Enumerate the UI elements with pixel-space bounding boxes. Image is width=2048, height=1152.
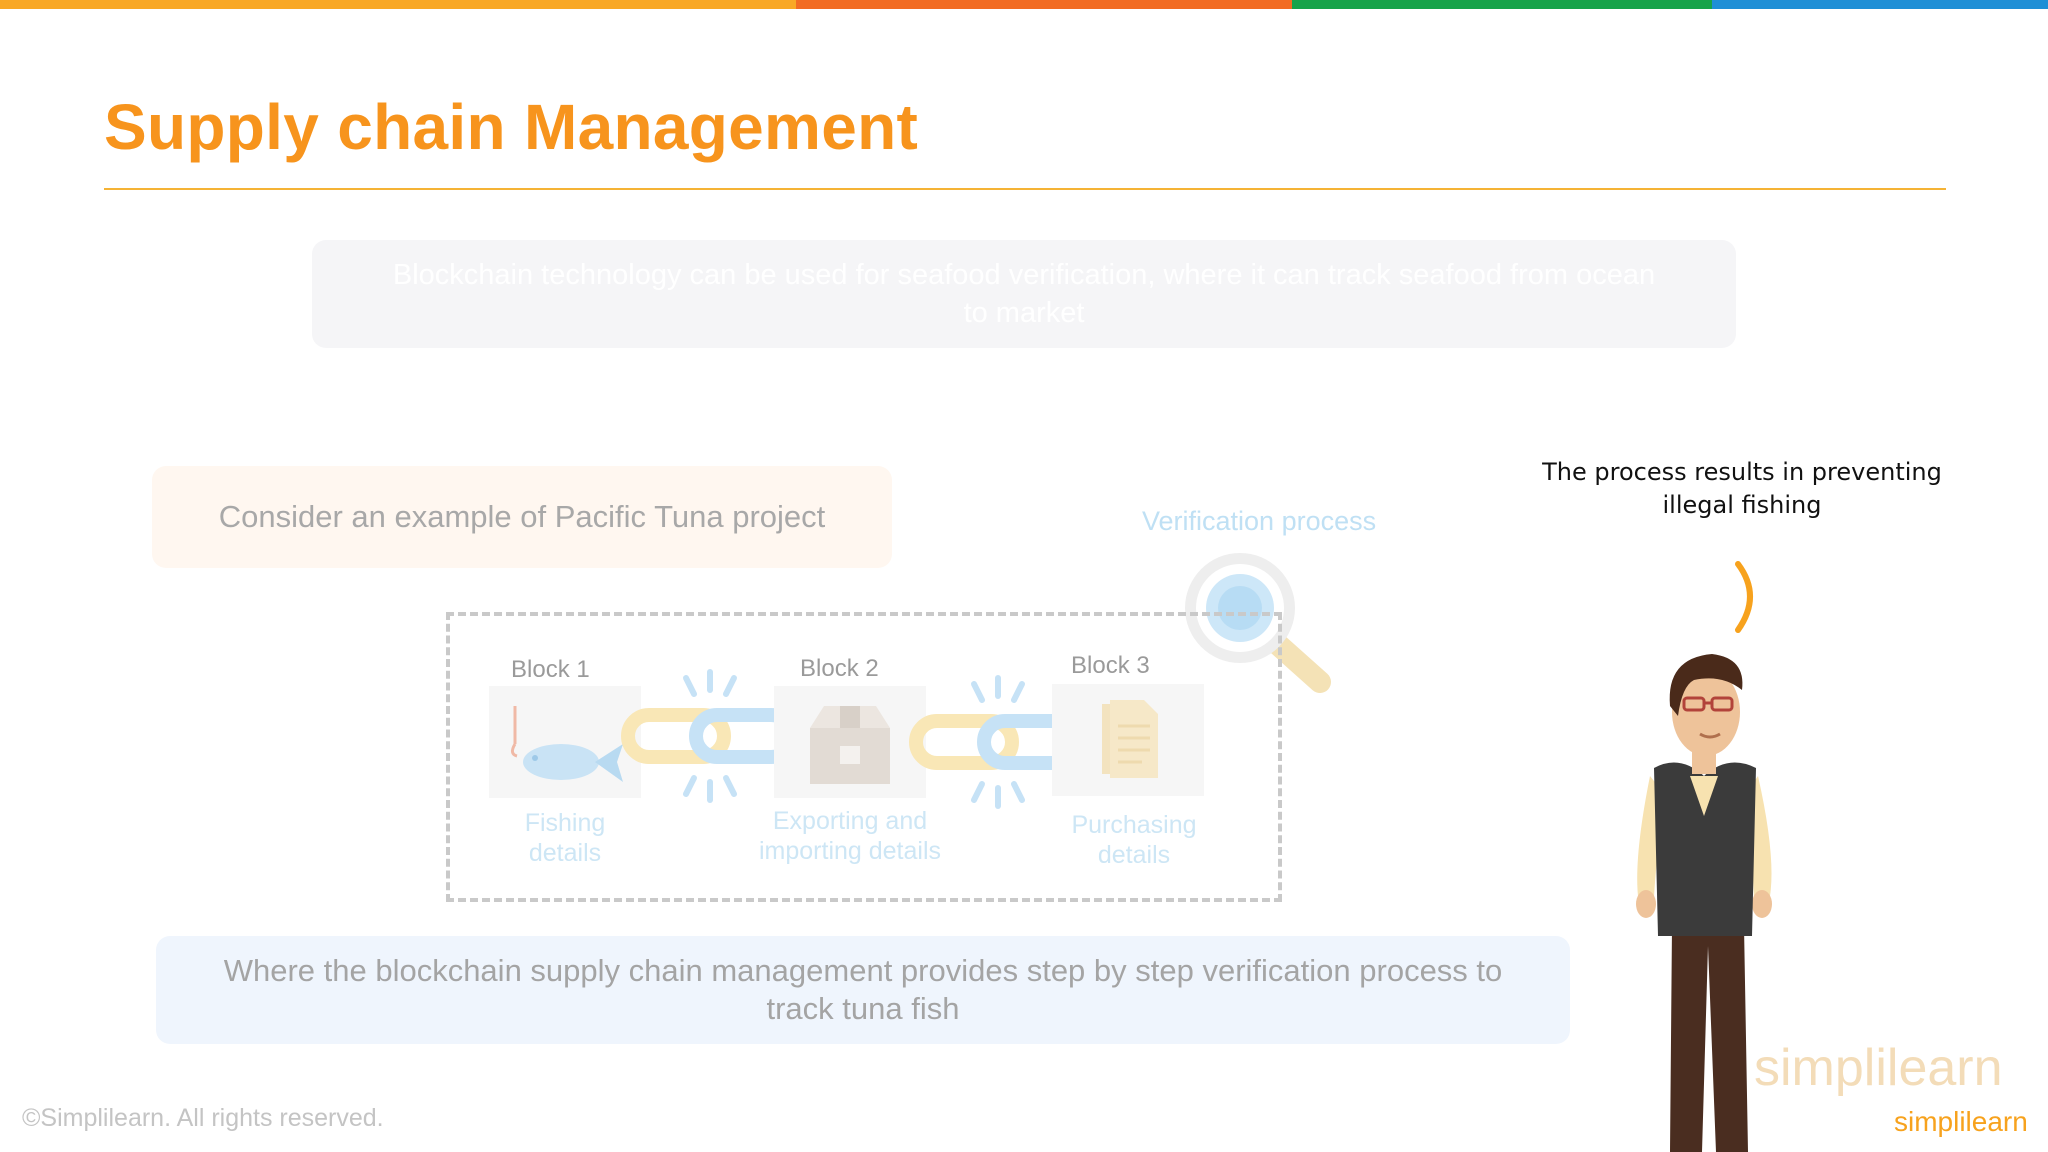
slide-title: Supply chain Management xyxy=(104,91,919,163)
speech-arc-icon xyxy=(1735,561,1753,633)
block-2-caption: Exporting and importing details xyxy=(740,806,960,866)
block-2-tile xyxy=(774,686,926,798)
fish-icon xyxy=(510,706,623,782)
block-2-caption-line2: importing details xyxy=(758,837,942,865)
top-bar-segment-yellow xyxy=(0,0,796,9)
top-color-bar xyxy=(0,0,2048,9)
block-3-caption-line1: Purchasing xyxy=(1071,811,1197,839)
bottom-summary-box: Where the blockchain supply chain manage… xyxy=(156,936,1570,1044)
block-3-tile xyxy=(1052,684,1204,796)
logo-watermark: simplilearn xyxy=(1754,1039,2003,1097)
chain-link-icon xyxy=(621,669,799,803)
box-icon xyxy=(810,706,890,784)
block-3-label: Block 3 xyxy=(1071,652,1150,679)
intro-text: Blockchain technology can be used for se… xyxy=(392,259,1656,329)
example-callout: Consider an example of Pacific Tuna proj… xyxy=(152,466,892,568)
block-1-tile xyxy=(489,686,641,798)
verification-label: Verification process xyxy=(1142,506,1377,536)
block-1-caption: Fishing details xyxy=(470,808,660,868)
block-2-caption-line1: Exporting and xyxy=(772,807,928,835)
bottom-summary-text: Where the blockchain supply chain manage… xyxy=(223,953,1503,1026)
block-3-caption-line2: details xyxy=(1097,841,1171,869)
block-3-caption: Purchasing details xyxy=(1036,810,1232,870)
block-1-label: Block 1 xyxy=(511,656,590,683)
magnifier-icon xyxy=(1185,553,1331,693)
block-1-caption-line2: details xyxy=(528,839,602,867)
block-1-caption-line1: Fishing xyxy=(524,809,606,837)
example-text: Consider an example of Pacific Tuna proj… xyxy=(218,499,826,534)
block-2-label: Block 2 xyxy=(800,655,879,682)
document-icon xyxy=(1102,700,1158,778)
blockchain-frame xyxy=(446,612,1282,902)
top-bar-segment-orange xyxy=(796,0,1292,9)
top-bar-segment-green xyxy=(1292,0,1712,9)
simplilearn-logo: simplilearn xyxy=(1894,1106,2028,1137)
top-bar-segment-blue xyxy=(1712,0,2048,9)
title-divider xyxy=(104,188,1946,190)
copyright-text: ©Simplilearn. All rights reserved. xyxy=(22,1104,384,1132)
presenter-character xyxy=(1636,654,1772,1152)
result-text: The process results in preventing illega… xyxy=(1542,458,1942,519)
intro-text-box: Blockchain technology can be used for se… xyxy=(312,240,1736,348)
